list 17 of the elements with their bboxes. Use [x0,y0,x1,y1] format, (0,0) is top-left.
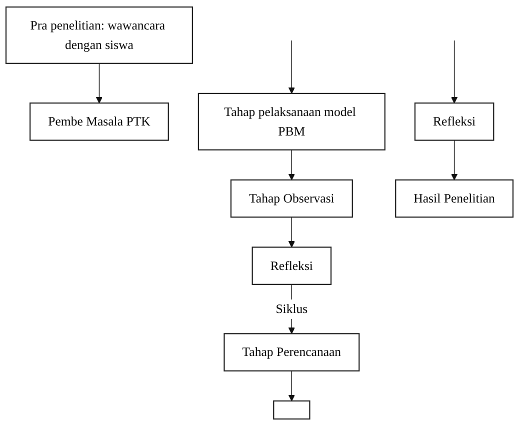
node-box: Hasil Penelitian [395,179,514,218]
arrow [451,40,458,104]
node-box: Tahap Perencanaan [224,333,360,372]
node-box: Pembe Masala PTK [30,102,169,141]
node-box [273,400,310,420]
node-box: Tahap pelaksanaan model PBM [198,92,386,150]
arrow [288,149,295,180]
node-box: Refleksi [414,102,494,141]
arrow [451,140,458,180]
arrow [288,370,295,402]
arrow [288,40,295,94]
node-box: Refleksi [252,246,332,285]
arrow [288,216,295,248]
node-box: Tahap Observasi [230,179,353,218]
edge-label: Siklus [276,302,308,316]
arrow [96,63,103,104]
node-box: Pra penelitian: wawancara dengan siswa [5,6,194,64]
